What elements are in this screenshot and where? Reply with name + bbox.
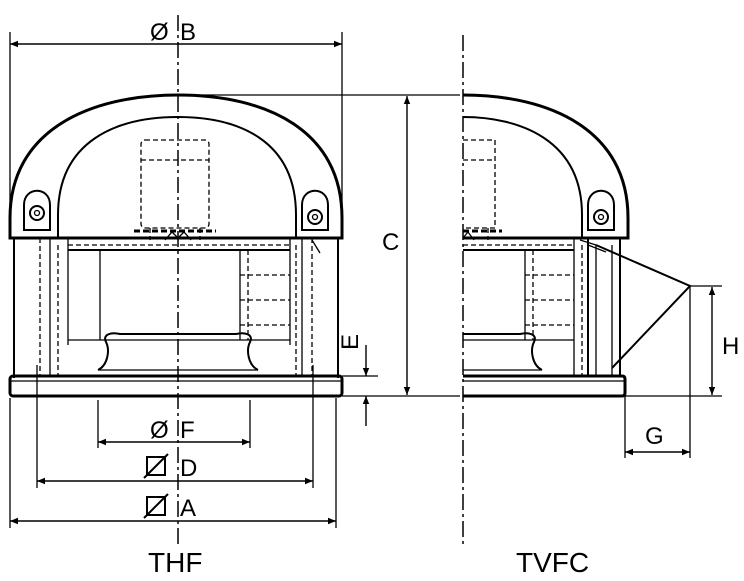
thf-side-columns <box>13 238 339 378</box>
dimension-h-label: H <box>722 333 739 360</box>
tvfc-view: H G TVFC <box>462 35 739 578</box>
thf-inner-hood <box>57 115 297 238</box>
tvfc-base-plate <box>463 374 627 398</box>
dimension-f-label: F <box>180 417 195 444</box>
caption-tvfc: TVFC <box>516 547 589 576</box>
thf-motor <box>134 139 216 241</box>
square-symbol-d-icon <box>143 453 169 479</box>
square-symbol-a-icon <box>143 493 169 519</box>
tvfc-motor <box>462 139 502 241</box>
tvfc-outer-hood <box>462 93 630 240</box>
tvfc-discharge-housing <box>579 238 692 375</box>
thf-base-plate <box>8 374 344 398</box>
dimension-b-label: B <box>180 19 196 46</box>
tvfc-impeller <box>463 238 583 375</box>
caption-thf: THF <box>148 547 202 576</box>
thf-impeller <box>67 238 291 345</box>
dimension-b-symbol: Ø <box>150 19 169 46</box>
dimension-c-label: C <box>382 229 399 256</box>
thf-inlet-cone <box>97 332 259 371</box>
dimension-a-label: A <box>180 495 196 522</box>
thf-left-hinge-icon <box>23 189 51 231</box>
thf-view: Ø B Ø F D A THF <box>8 15 344 578</box>
tvfc-hinge-icon <box>587 189 615 231</box>
tvfc-inner-hood <box>462 116 583 238</box>
dimension-e-label: E <box>337 334 364 350</box>
thf-right-hinge-icon <box>301 189 329 254</box>
dimension-f-symbol: Ø <box>150 417 169 444</box>
vertical-dimensions: C E <box>178 94 460 426</box>
dimension-g-label: G <box>645 423 664 450</box>
dimension-d-label: D <box>180 455 197 482</box>
tvfc-inlet-cone <box>463 332 543 371</box>
